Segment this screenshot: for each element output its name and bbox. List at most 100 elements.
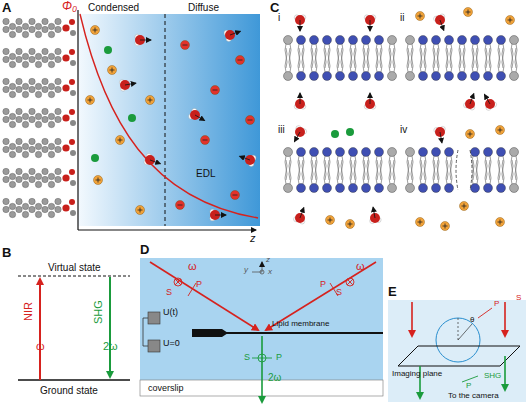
lipid-tail <box>363 160 365 184</box>
lipid-head <box>310 148 319 157</box>
lipid-tail <box>350 48 352 72</box>
lipid-tail <box>35 151 41 157</box>
ion <box>246 116 255 125</box>
solution-region <box>140 258 383 380</box>
lipid-tail <box>22 173 28 179</box>
lipid-head <box>362 36 371 45</box>
lipid-tail <box>298 160 300 184</box>
lipid-head <box>62 84 69 91</box>
ion <box>331 130 339 138</box>
lipid-head <box>310 184 319 193</box>
lipid-tail <box>35 203 41 209</box>
lipid-tail <box>328 160 330 184</box>
lipid-tail <box>29 206 35 212</box>
lipid-tail <box>16 56 22 62</box>
lipid-tail <box>48 143 54 149</box>
lipid-head <box>70 120 76 126</box>
ion <box>466 130 475 139</box>
lipid-head <box>375 72 384 81</box>
ion <box>416 12 425 21</box>
lipid-tail <box>48 113 54 119</box>
lipid-tail <box>407 48 409 72</box>
lipid-head <box>62 114 69 121</box>
ion <box>236 56 245 65</box>
dipole-arrow <box>195 115 205 121</box>
dipole-arrow <box>485 94 491 104</box>
dipole-arrow <box>240 156 250 160</box>
text-label: ω <box>356 260 365 272</box>
ion-sign <box>420 14 421 19</box>
lipid-tail <box>42 78 48 84</box>
dipole-arrow <box>125 83 136 85</box>
lipid-head <box>458 36 467 45</box>
ion <box>416 218 425 227</box>
lipid-tail <box>9 211 15 217</box>
lipid-tail <box>420 48 422 72</box>
lipid-tail <box>9 203 15 209</box>
lipid-tail <box>29 116 35 122</box>
lipid-tail <box>315 48 317 72</box>
lipid-tail <box>29 108 35 114</box>
lipid-tail <box>42 198 48 204</box>
text-label: Ground state <box>40 385 98 396</box>
text-label: Condensed <box>88 2 139 13</box>
lipid-tail <box>16 48 22 54</box>
lipid-head <box>323 148 332 157</box>
lipid-tail <box>3 176 9 182</box>
ion-sign <box>98 178 99 183</box>
ion-sign <box>90 98 91 103</box>
lipid-tail <box>55 206 61 212</box>
lipid-tail <box>55 146 61 152</box>
ion <box>346 128 354 136</box>
lipid-tail <box>9 113 15 119</box>
lipid-tail <box>42 168 48 174</box>
lipid-tail <box>3 78 9 84</box>
panel-letter: D <box>140 243 149 257</box>
text-label: 2ω <box>268 372 281 383</box>
lipid-head <box>497 72 506 81</box>
ion <box>91 154 99 162</box>
text-label: y <box>244 266 248 275</box>
shg-arrow <box>504 356 506 390</box>
lipid-tail <box>459 48 461 72</box>
lipid-tail <box>16 18 22 24</box>
lipid-tail <box>9 53 15 59</box>
lipid-head <box>69 139 75 145</box>
lipid-head <box>69 109 75 115</box>
pore <box>456 150 472 190</box>
lipid-tail <box>42 138 48 144</box>
text-label: S <box>244 353 250 363</box>
lipid-tail <box>35 53 41 59</box>
lipid-tail <box>22 143 28 149</box>
lipid-tail <box>48 203 54 209</box>
lipid-tail <box>3 18 9 24</box>
lipid-tail <box>35 121 41 127</box>
lipid-head <box>70 30 76 36</box>
lipid-tail <box>55 56 61 62</box>
lipid-tail <box>485 160 487 184</box>
lipid-head <box>336 72 345 81</box>
text-label: Lipid membrane <box>272 320 329 329</box>
text-label: Virtual state <box>48 262 101 273</box>
lipid-head <box>445 72 454 81</box>
lipid-tail <box>472 48 474 72</box>
lipid-tail <box>42 116 48 122</box>
dipole-arrow <box>150 160 160 164</box>
lipid-tail <box>35 113 41 119</box>
lipid-tail <box>3 108 9 114</box>
lipid-tail <box>515 48 517 72</box>
lipid-tail <box>29 86 35 92</box>
shg-beam <box>261 336 263 402</box>
lipid-tail <box>42 176 48 182</box>
ion-sign <box>233 195 238 196</box>
text-label: x <box>268 268 272 277</box>
edl-region <box>78 14 260 226</box>
lipid-head <box>375 148 384 157</box>
lipid-tail <box>3 168 9 174</box>
lipid-head <box>388 36 397 45</box>
lipid-tail <box>424 48 426 72</box>
lipid-tail <box>311 160 313 184</box>
text-label: NIR <box>22 303 34 322</box>
ion-sign <box>500 220 501 225</box>
